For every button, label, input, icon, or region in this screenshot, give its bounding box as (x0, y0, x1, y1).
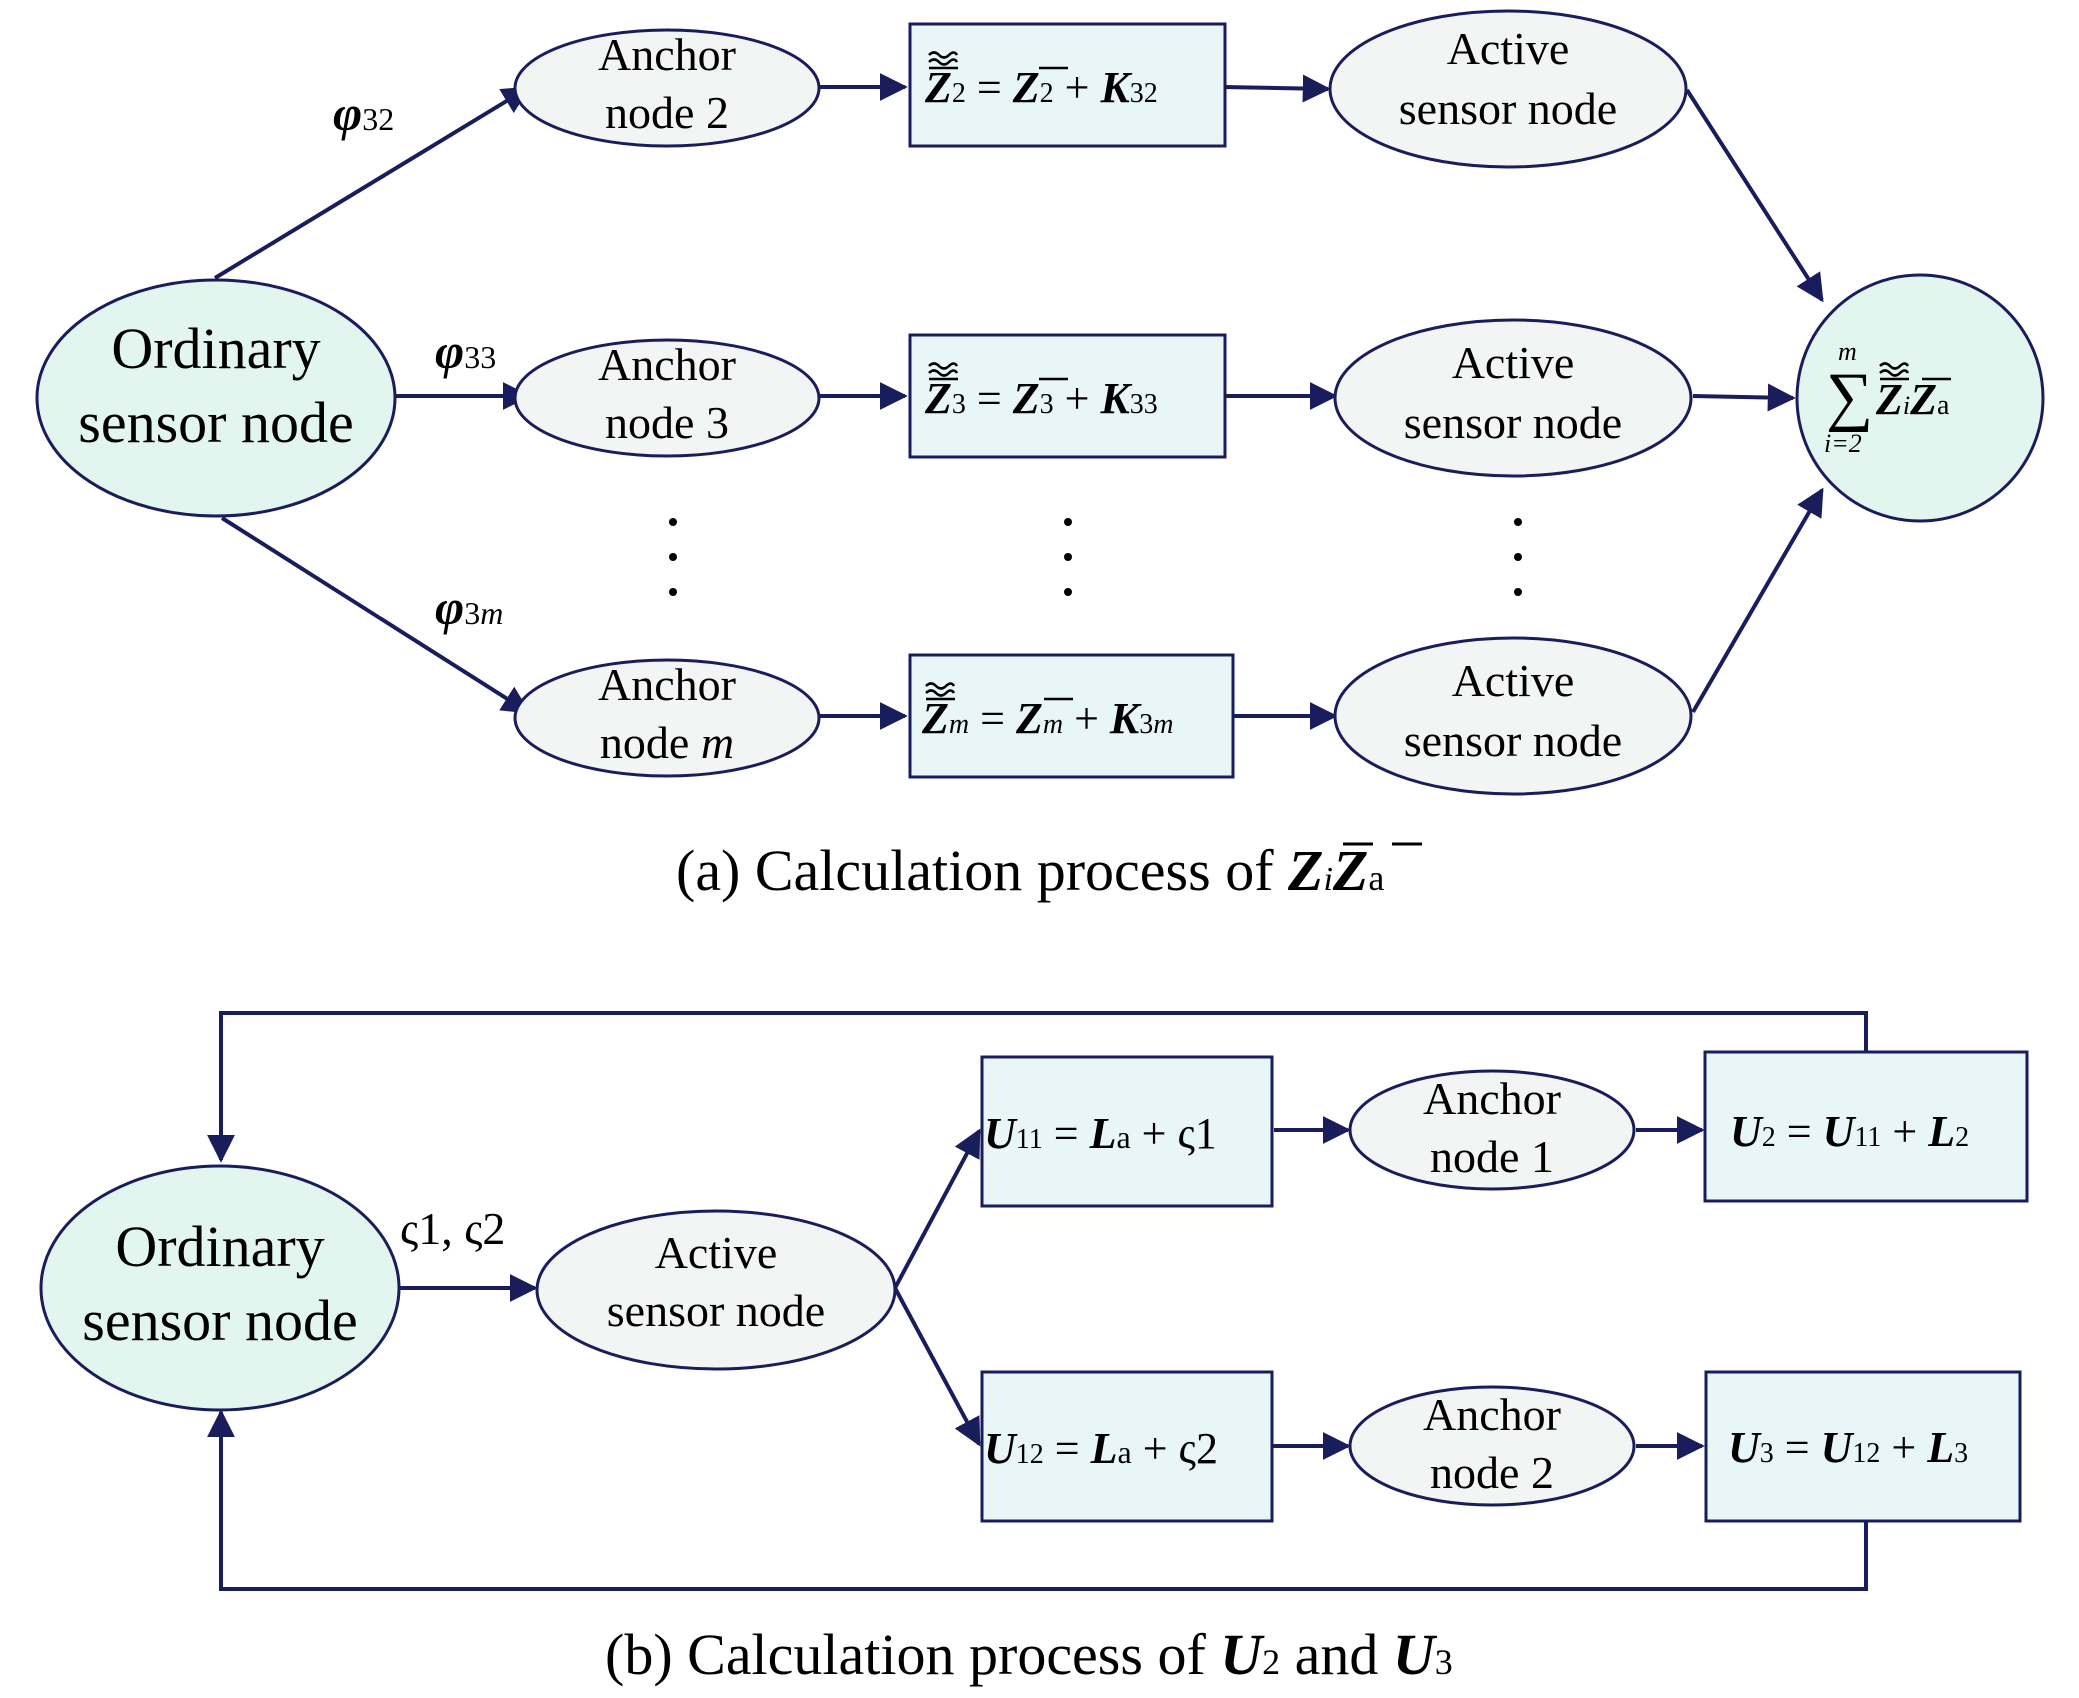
edge-active-to-u12 (893, 1287, 981, 1447)
svg-text:Anchor: Anchor (598, 659, 736, 710)
svg-text:Ordinary: Ordinary (115, 1214, 324, 1279)
svg-text:sensor node: sensor node (607, 1285, 825, 1336)
svg-text:Zm = Zm + K3m: Zm = Zm + K3m (921, 694, 1174, 743)
svg-text:node m: node m (600, 717, 734, 768)
svg-text:Anchor: Anchor (1423, 1073, 1561, 1124)
anchor-node-m: Anchor node m (513, 658, 821, 778)
svg-text:U3 = U12 + L3: U3 = U12 + L3 (1728, 1423, 1968, 1472)
svg-text:Anchor: Anchor (598, 29, 736, 80)
anchor-node-3: Anchor node 3 (513, 338, 821, 458)
svg-text:m: m (1838, 337, 1857, 366)
edge-label-phi-3m: φ3m (435, 579, 503, 635)
svg-text:Active: Active (655, 1227, 778, 1278)
formula-box-3: Z3 = Z3 + K33 (908, 333, 1227, 459)
edge-label-phi-32: φ32 (333, 85, 394, 141)
svg-text:i=2: i=2 (1824, 429, 1862, 458)
svg-text:U11 = La + ς1: U11 = La + ς1 (984, 1109, 1217, 1158)
anchor-node-2: Anchor node 2 (513, 28, 821, 148)
edge-label-phi-33: φ33 (435, 323, 496, 379)
active-node-a-m: Active sensor node (1333, 636, 1693, 796)
source-a-line1: Ordinary (111, 316, 320, 381)
edge-source-to-anchor2 (213, 86, 531, 280)
svg-text:Active: Active (1452, 655, 1575, 706)
result-box-u2: U2 = U11 + L2 (1703, 1050, 2029, 1203)
formula-box-u12: U12 = La + ς2 (980, 1370, 1274, 1523)
caption-a: (a) Calculation process of ZiZa (676, 838, 1384, 903)
edge-feedback-bottom (207, 1409, 1868, 1591)
edge-activem-to-sum (1691, 487, 1824, 714)
source-node-a: Ordinary sensor node (35, 278, 397, 518)
part-a-edges (213, 73, 1824, 730)
edge-feedback-top (207, 1011, 1868, 1163)
formula-box-m: Zm = Zm + K3m (908, 653, 1235, 779)
edge-active2-to-sum (1685, 88, 1824, 303)
source-a-line2: sensor node (78, 390, 353, 455)
formula-m-overmarks (925, 682, 1073, 701)
anchor-node-1-b: Anchor node 1 (1348, 1069, 1636, 1191)
svg-text:sensor node: sensor node (82, 1288, 357, 1353)
active-node-b: Active sensor node (535, 1209, 897, 1371)
svg-text:Active: Active (1452, 337, 1575, 388)
svg-text:node 1: node 1 (1430, 1131, 1554, 1182)
svg-text:∑: ∑ (1826, 360, 1873, 433)
formula-box-2: Z2 = Z2 + K32 (908, 22, 1227, 148)
svg-text:node 3: node 3 (605, 397, 729, 448)
result-box-u3: U3 = U12 + L3 (1704, 1370, 2022, 1523)
svg-text:sensor node: sensor node (1399, 83, 1617, 134)
svg-text:ZiZa: ZiZa (1875, 375, 1950, 424)
svg-text:Anchor: Anchor (598, 339, 736, 390)
formula-3-overmarks (928, 362, 1068, 381)
edge-formula2-to-active (1222, 74, 1331, 103)
formula-box-u11: U11 = La + ς1 (980, 1055, 1274, 1208)
part-a: Ordinary sensor node φ32 φ33 φ3m Anchor … (35, 9, 2045, 903)
ellipsis-dots-a (669, 518, 1522, 596)
edge-active3-to-sum (1692, 383, 1796, 412)
sum-overmarks (1879, 362, 1951, 381)
sum-node: m ∑ i=2 ZiZa (1795, 273, 2045, 523)
svg-text:node 2: node 2 (1430, 1447, 1554, 1498)
svg-text:U2 = U11 + L2: U2 = U11 + L2 (1730, 1107, 1969, 1156)
svg-text:Z2 = Z2 + K32: Z2 = Z2 + K32 (924, 63, 1158, 112)
svg-text:Active: Active (1447, 23, 1570, 74)
source-node-b: Ordinary sensor node (39, 1164, 401, 1412)
svg-text:sensor node: sensor node (1404, 397, 1622, 448)
active-node-a-2: Active sensor node (1333, 318, 1693, 478)
svg-text:Z3 = Z3 + K33: Z3 = Z3 + K33 (924, 374, 1158, 423)
svg-text:node 2: node 2 (605, 87, 729, 138)
svg-text:Anchor: Anchor (1423, 1389, 1561, 1440)
edge-source-to-anchorm (220, 516, 531, 714)
svg-text:sensor node: sensor node (1404, 715, 1622, 766)
caption-b: (b) Calculation process of U2 and U3 (605, 1622, 1453, 1687)
anchor-node-2-b: Anchor node 2 (1348, 1385, 1636, 1507)
svg-text:U12 = La + ς2: U12 = La + ς2 (984, 1424, 1218, 1473)
active-node-a-1: Active sensor node (1328, 9, 1688, 169)
formula-2-overmarks (928, 51, 1068, 70)
edge-label-sigma: ς1, ς2 (400, 1203, 505, 1254)
part-b: Ordinary sensor node ς1, ς2 Active senso… (39, 1011, 2029, 1687)
edge-active-to-u11 (893, 1128, 981, 1289)
part-b-edges (207, 1011, 1868, 1591)
